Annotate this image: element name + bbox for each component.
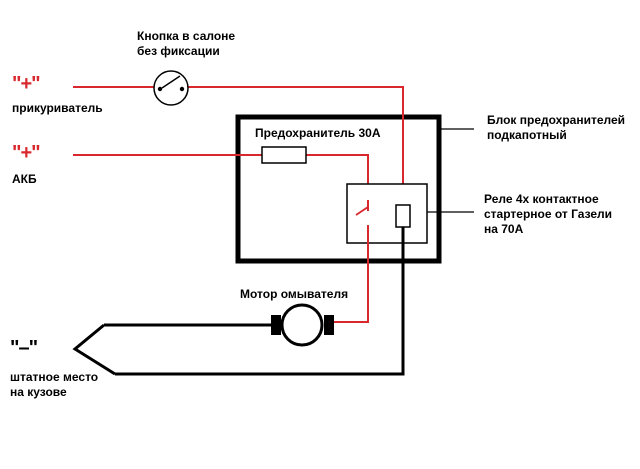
fuse-block-box — [235, 114, 442, 264]
battery-label: АКБ — [12, 172, 37, 186]
wire-coil-to-ground — [115, 227, 405, 376]
relay-icon — [346, 183, 428, 244]
wire-relay-to-motor — [334, 225, 369, 323]
motor-icon — [271, 303, 334, 347]
fuse-label: Предохранитель 30А — [255, 126, 381, 140]
plus-terminal-lighter: "+" — [12, 73, 41, 95]
minus-terminal-ground: "–" — [10, 337, 38, 359]
cigarette-lighter-label: прикуриватель — [12, 101, 103, 115]
relay-coil — [395, 204, 411, 228]
wire-battery-to-relay — [73, 154, 369, 200]
button-label: Кнопка в салоне без фиксации — [137, 29, 236, 58]
relay-contact — [355, 200, 369, 216]
fuse-block-label: Блок предохранителей подкапотный — [487, 113, 626, 142]
motor-label: Мотор омывателя — [240, 287, 349, 301]
ground-label: штатное место на кузове — [10, 370, 99, 399]
fuse-icon — [261, 146, 307, 164]
plus-terminal-battery: "+" — [12, 142, 41, 164]
relay-label: Реле 4х контактное стартерное от Газели … — [484, 192, 613, 236]
push-button-switch-icon — [153, 70, 189, 106]
chassis-ground-icon — [72, 323, 116, 376]
